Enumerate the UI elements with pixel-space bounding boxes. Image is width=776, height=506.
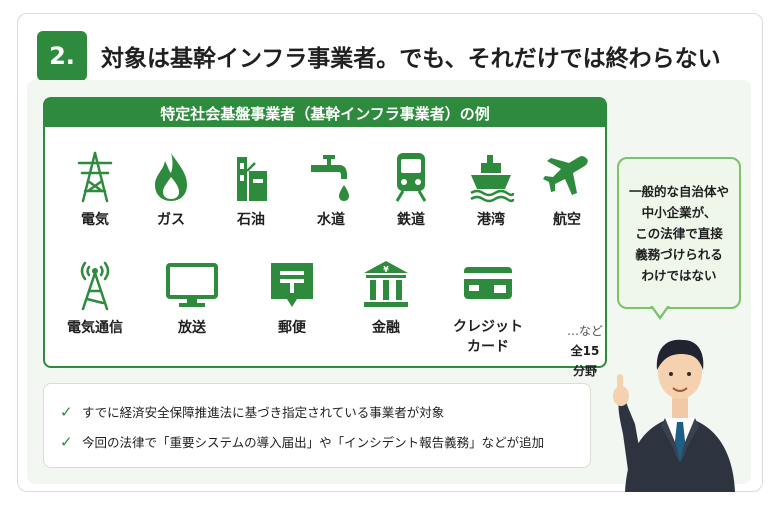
speech-bubble-tail-fill	[652, 305, 668, 316]
slide-title: 対象は基幹インフラ事業者。でも、それだけでは終わらない	[101, 46, 721, 72]
sector-port: 港湾	[463, 151, 519, 229]
sector-label: 水道	[317, 212, 345, 228]
sector-water: 水道	[303, 151, 359, 229]
sector-label: 航空	[553, 212, 581, 228]
sector-oil: 石油	[223, 151, 279, 229]
faucet-icon	[311, 155, 349, 201]
sector-telecom: 電気通信	[55, 259, 135, 337]
speech-bubble: 一般的な自治体や 中小企業が、 この法律で直接 義務づけられる わけではない	[617, 157, 741, 309]
sector-label: 電気通信	[67, 320, 123, 336]
sector-label: クレジット カード	[453, 319, 523, 355]
slide-header: 2. 対象は基幹インフラ事業者。でも、それだけでは終わらない	[17, 13, 763, 81]
flame-icon	[155, 153, 187, 201]
airplane-icon	[543, 156, 588, 195]
refinery-icon	[237, 157, 267, 201]
antenna-icon	[80, 261, 110, 311]
power-tower-icon	[77, 151, 113, 203]
sector-label: 石油	[237, 212, 265, 228]
ship-icon	[470, 155, 515, 203]
sector-gas: ガス	[143, 151, 199, 229]
sector-label: ガス	[157, 212, 185, 228]
sector-broadcasting: 放送	[157, 259, 227, 337]
panel-heading: 特定社会基盤事業者（基幹インフラ事業者）の例	[45, 99, 605, 127]
checklist-box: ✓ すでに経済安全保障推進法に基づき指定されている事業者が対象 ✓ 今回の法律で…	[43, 383, 591, 468]
checkmark-icon: ✓	[60, 432, 73, 451]
infrastructure-panel: 特定社会基盤事業者（基幹インフラ事業者）の例 電気 ガス 石油	[43, 97, 607, 378]
sector-aviation: 航空	[539, 151, 595, 229]
section-number-badge: 2.	[37, 31, 87, 81]
checkmark-icon: ✓	[60, 402, 73, 421]
sector-label: 金融	[372, 320, 400, 336]
postal-mark-icon	[271, 263, 313, 307]
sector-label: 電気	[81, 212, 109, 228]
svg-text:¥: ¥	[383, 265, 389, 274]
sector-finance: ¥ 金融	[351, 259, 421, 337]
train-icon	[395, 153, 427, 202]
bank-icon: ¥	[364, 261, 408, 307]
sector-electricity: 電気	[67, 151, 123, 229]
credit-card-icon	[464, 267, 512, 299]
sector-postal: 郵便	[257, 259, 327, 337]
sector-label: 港湾	[477, 212, 505, 228]
sector-label: 郵便	[278, 320, 306, 336]
sector-label: 放送	[178, 320, 206, 336]
sector-railway: 鉄道	[383, 151, 439, 229]
check-item: ✓ 今回の法律で「重要システムの導入届出」や「インシデント報告義務」などが追加	[60, 432, 545, 451]
businessman-illustration-icon	[613, 339, 735, 492]
monitor-icon	[166, 263, 218, 307]
sector-label: 鉄道	[397, 212, 425, 228]
check-item: ✓ すでに経済安全保障推進法に基づき指定されている事業者が対象	[60, 402, 445, 421]
more-sectors-note: …など 全15分野	[566, 324, 603, 378]
sector-credit-card: クレジット カード	[443, 259, 533, 357]
